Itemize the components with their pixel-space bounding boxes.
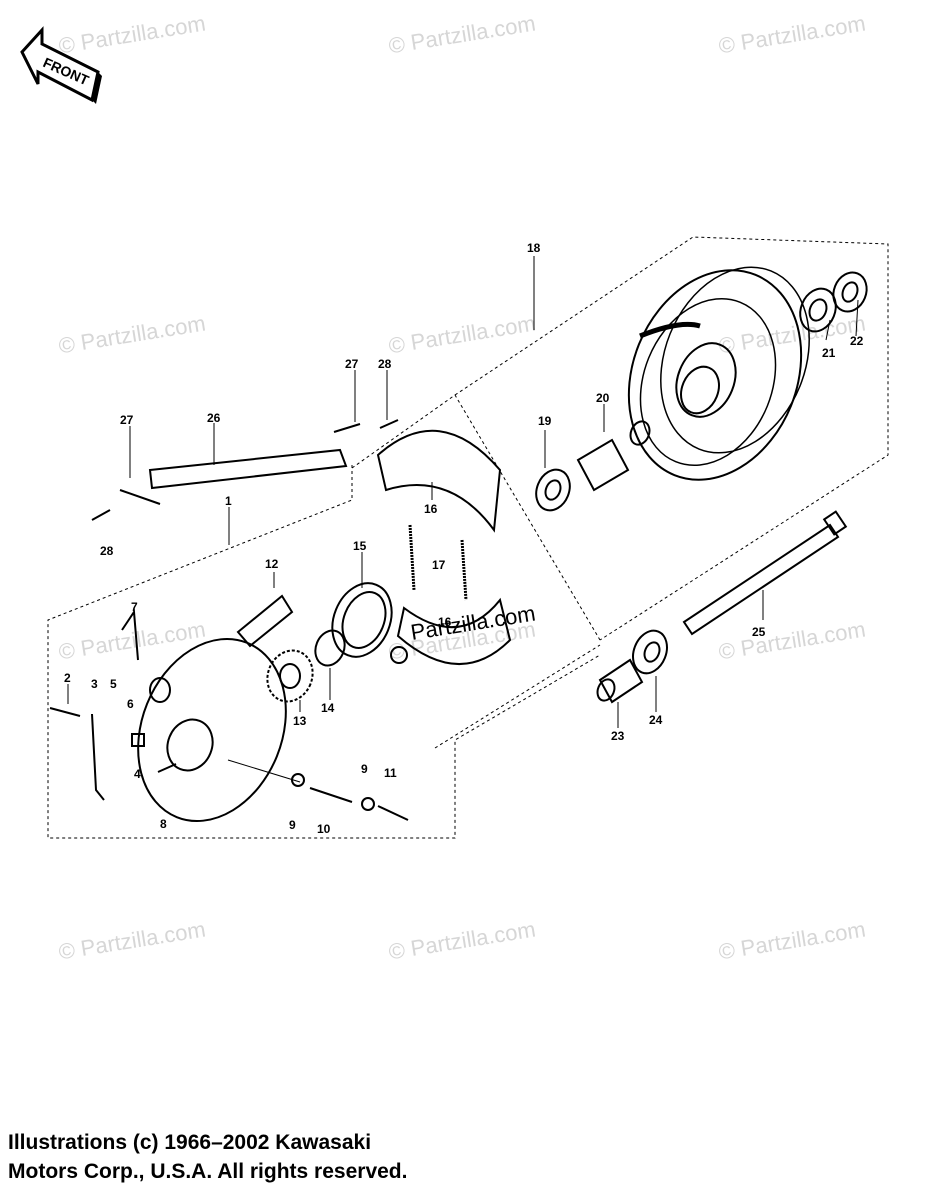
callout-2: 2 <box>64 671 71 685</box>
callout-5: 5 <box>110 677 117 691</box>
bearings <box>799 271 868 333</box>
callout-13: 13 <box>293 714 307 728</box>
wheel-hub <box>627 266 810 481</box>
callout-26: 26 <box>207 411 221 425</box>
bearing-spacer <box>535 420 651 512</box>
callout-labels: 1 2 3 4 5 6 7 8 9 9 10 11 12 13 14 15 16… <box>64 241 864 836</box>
callout-1: 1 <box>225 494 232 508</box>
callout-12: 12 <box>265 557 279 571</box>
callout-27b: 27 <box>345 357 359 371</box>
callout-16b: 16 <box>438 615 452 629</box>
callout-25: 25 <box>752 625 766 639</box>
seal-washer <box>314 582 393 667</box>
gear-shaft <box>236 594 314 703</box>
callout-11: 11 <box>384 766 397 780</box>
center-watermark-text: Partzilla.com <box>409 601 537 645</box>
callout-14: 14 <box>321 701 335 715</box>
callout-20: 20 <box>596 391 610 405</box>
small-hardware <box>49 419 409 821</box>
callout-22: 22 <box>850 334 864 348</box>
callout-23: 23 <box>611 729 625 743</box>
callout-6: 6 <box>127 697 134 711</box>
callout-17: 17 <box>432 558 446 572</box>
callout-21: 21 <box>822 346 836 360</box>
callout-4: 4 <box>134 767 141 781</box>
callout-16a: 16 <box>424 502 438 516</box>
center-watermark: Partzilla.com <box>390 601 537 664</box>
copyright-line-1: Illustrations (c) 1966–2002 Kawasaki <box>8 1131 372 1154</box>
axle <box>682 510 848 636</box>
callout-9a: 9 <box>289 818 296 832</box>
axle-collars <box>596 629 668 704</box>
callout-15: 15 <box>353 539 367 553</box>
callout-19: 19 <box>538 414 552 428</box>
brake-shoes <box>376 429 512 665</box>
callout-27a: 27 <box>120 413 134 427</box>
callout-24: 24 <box>649 713 663 727</box>
callout-10: 10 <box>317 822 331 836</box>
copyright-notice: Illustrations (c) 1966–2002 Kawasaki Mot… <box>8 1128 407 1186</box>
leader-lines <box>67 256 859 728</box>
callout-9b: 9 <box>361 762 368 776</box>
callout-8: 8 <box>160 817 167 831</box>
front-arrow: FRONT <box>20 26 102 104</box>
callout-28b: 28 <box>378 357 392 371</box>
group-outlines <box>47 236 889 839</box>
copyright-line-2: Motors Corp., U.S.A. All rights reserved… <box>8 1160 408 1183</box>
brake-panel <box>137 637 301 823</box>
callout-7: 7 <box>131 600 138 614</box>
callout-28a: 28 <box>100 544 114 558</box>
callout-3: 3 <box>91 677 98 691</box>
callout-18: 18 <box>527 241 541 255</box>
